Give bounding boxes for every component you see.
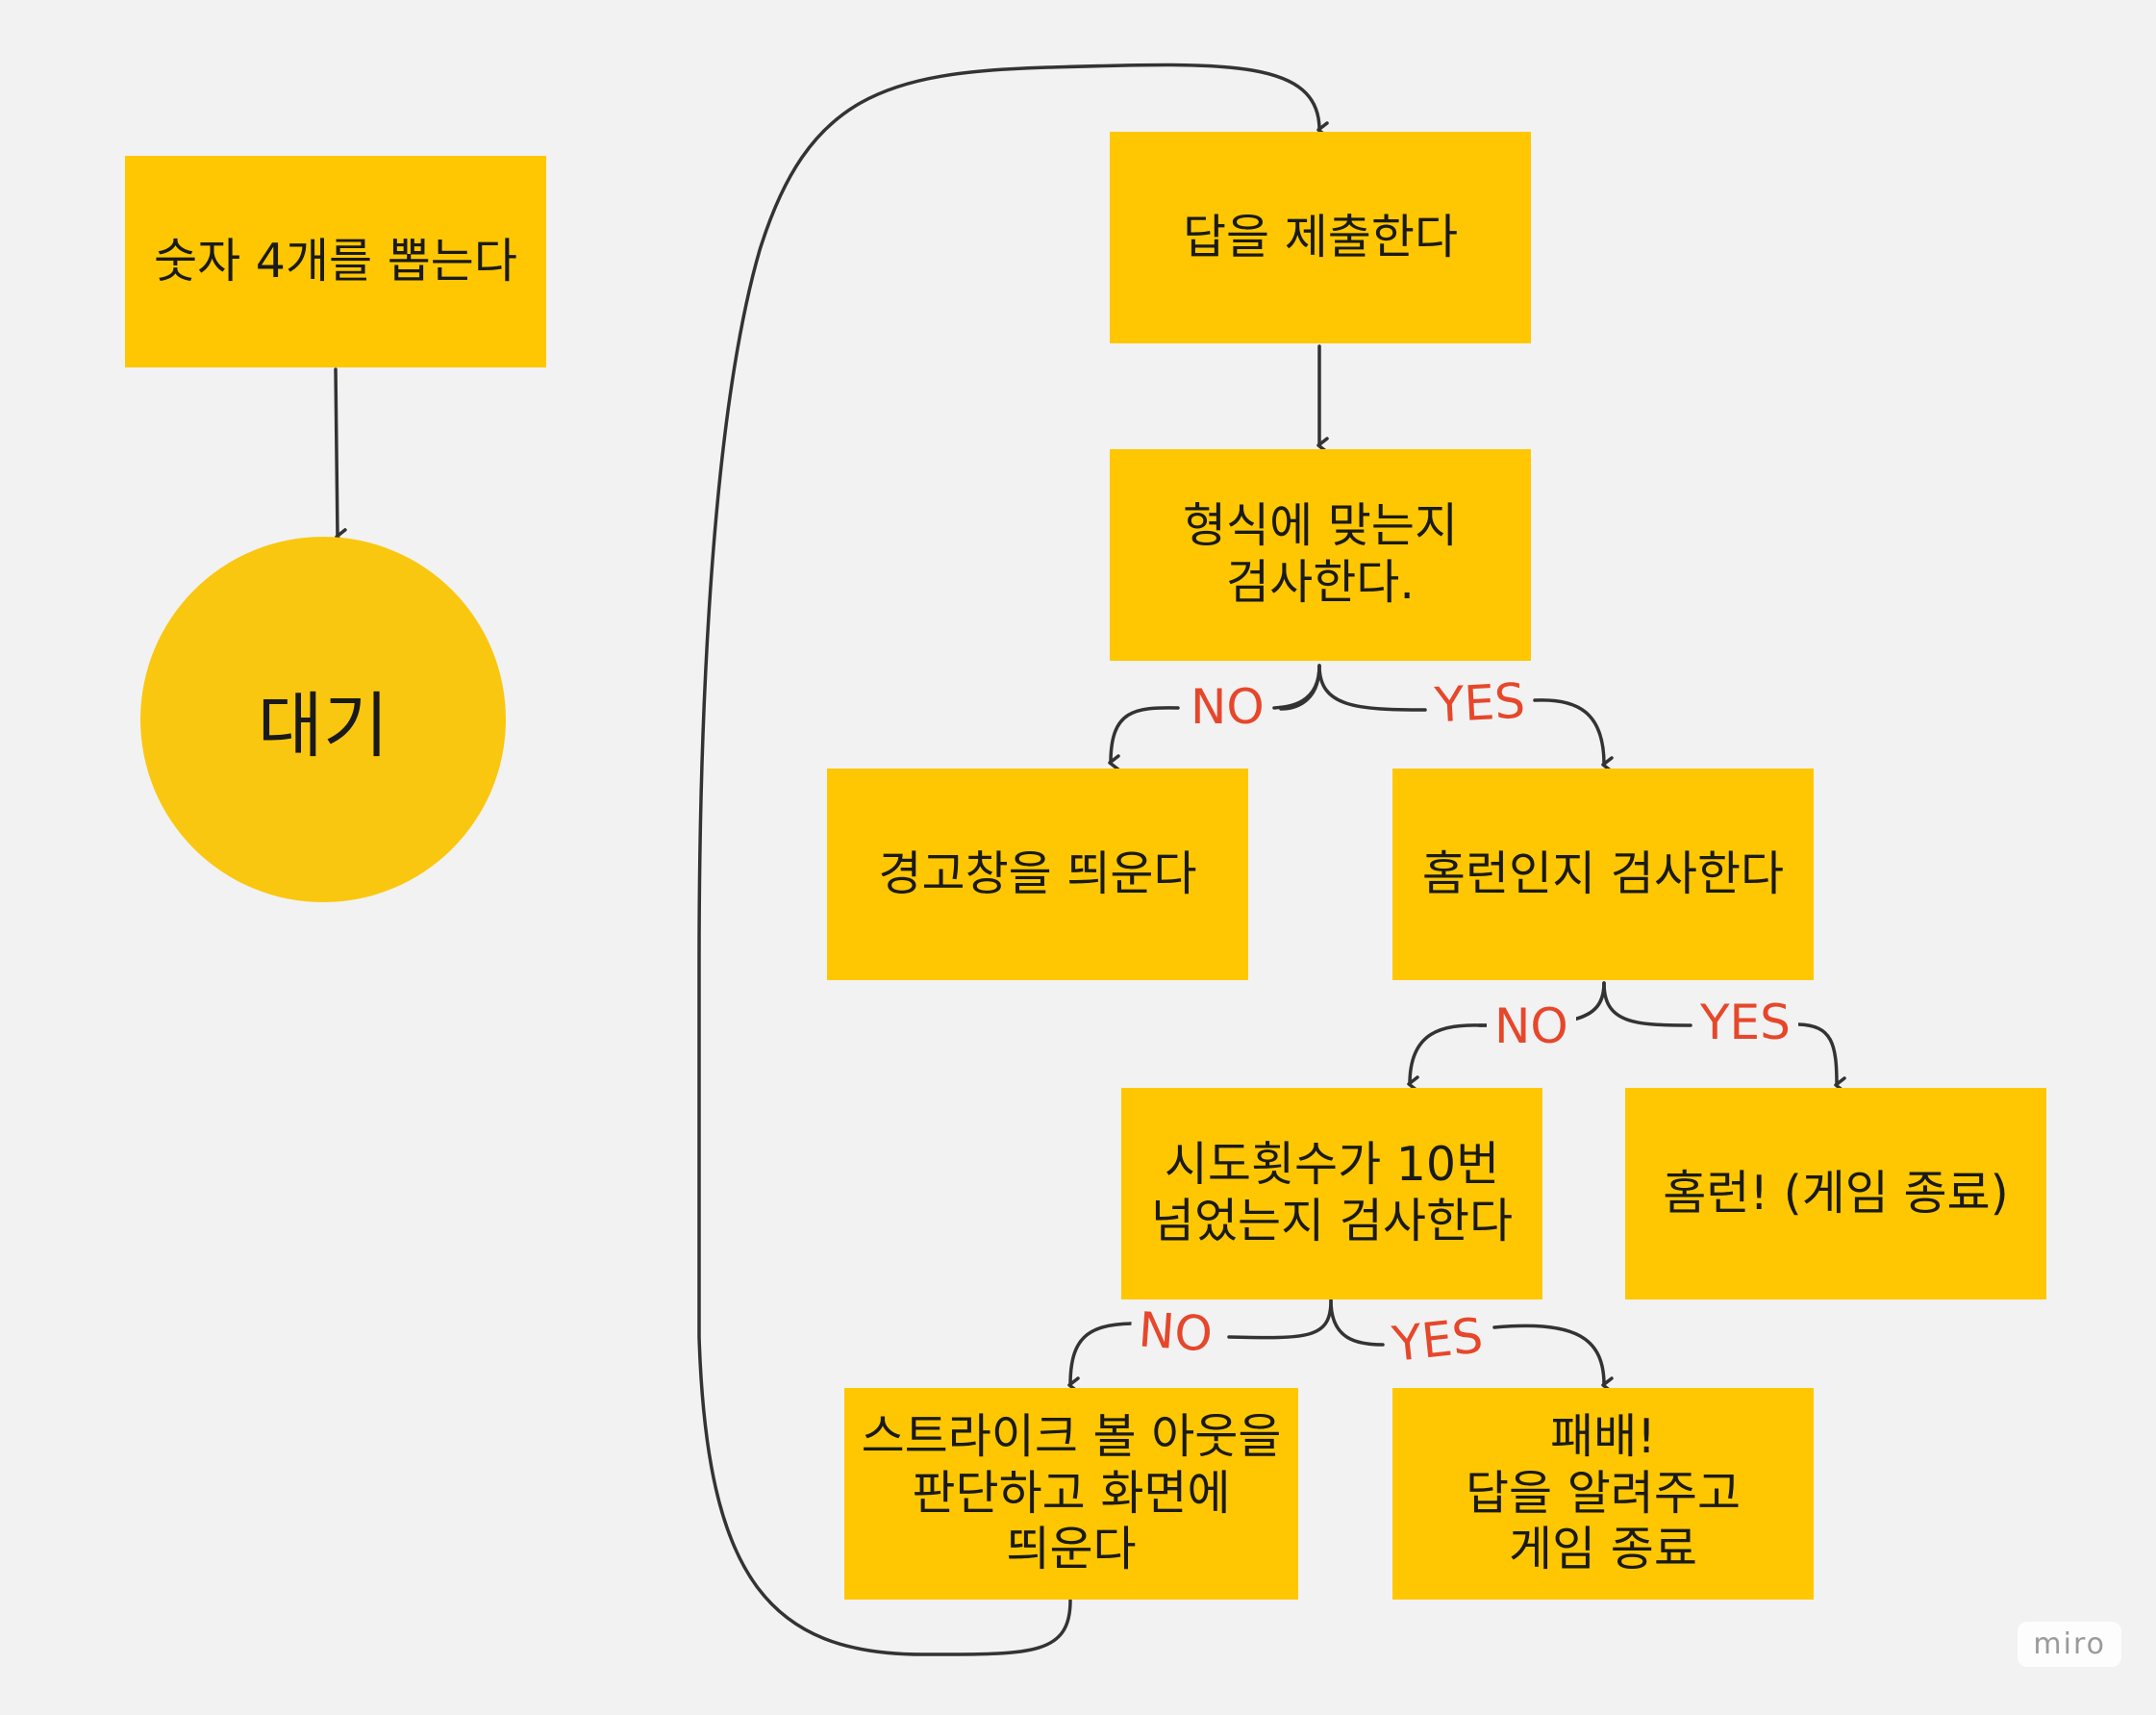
node-show-alert[interactable]: 경고창을 띄운다 [827,769,1248,980]
node-show-strike-ball[interactable]: 스트라이크 볼 아웃을 판단하고 화면에 띄운다 [844,1388,1298,1600]
node-wait[interactable]: 대기 [140,537,506,902]
node-defeat[interactable]: 패배! 답을 알려주고 게임 종료 [1392,1388,1814,1600]
label-format-yes: YES [1425,673,1535,733]
node-check-format[interactable]: 형식에 맞는지 검사한다. [1110,449,1531,661]
connector-homerun-no-tail [1407,1023,1483,1093]
node-submit-answer[interactable]: 답을 제출한다 [1110,132,1531,343]
label-homerun-yes: YES [1692,998,1798,1047]
label-format-no: NO [1183,683,1272,731]
miro-watermark: miro [2018,1622,2121,1667]
connector-format-no-stem [1279,664,1321,711]
label-attempts-no: NO [1129,1301,1222,1363]
connector-pick-to-wait [334,367,347,545]
node-homerun-end[interactable]: 홈런! (게임 종료) [1625,1088,2046,1299]
label-attempts-yes: YES [1382,1307,1493,1373]
label-homerun-no: NO [1487,1002,1576,1050]
node-check-homerun[interactable]: 홈런인지 검사한다 [1392,769,1814,980]
node-check-attempts[interactable]: 시도횟수가 10번 넘었는지 검사한다 [1121,1088,1542,1299]
node-pick-numbers[interactable]: 숫자 4개를 뽑는다 [125,156,546,367]
